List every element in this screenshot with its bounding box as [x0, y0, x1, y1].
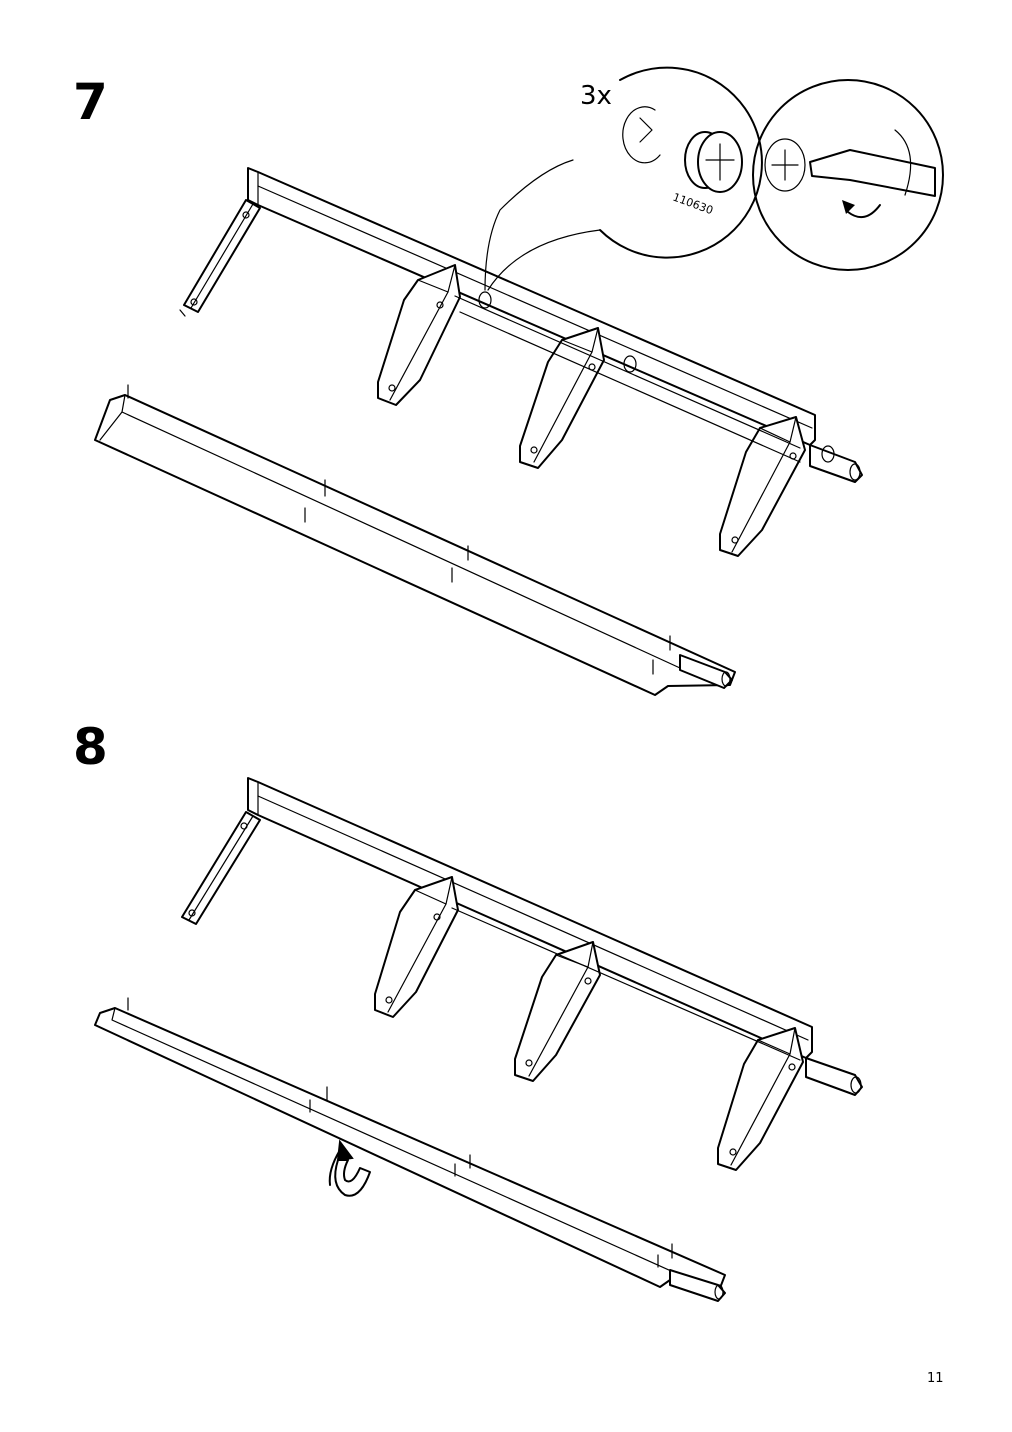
back-rail — [247, 167, 816, 446]
cam-fittings — [478, 291, 835, 463]
rotate-arrow-icon — [328, 1139, 371, 1197]
step-8-illustration — [94, 777, 863, 1302]
left-end-leg — [181, 811, 261, 925]
bracket-3 — [717, 1027, 804, 1171]
screwdriver-turn-icon — [752, 79, 944, 271]
back-rail — [247, 777, 813, 1059]
bracket-3 — [719, 416, 806, 557]
page-number: 11 — [927, 1371, 944, 1386]
step-8-number: 8 — [73, 718, 108, 776]
inner-rail — [451, 907, 863, 1096]
bracket-1 — [374, 876, 459, 1018]
front-rail — [94, 997, 726, 1302]
callout-quantity: 3x — [580, 81, 612, 111]
callout-part-number: 110630 — [671, 191, 715, 218]
inner-rail — [454, 295, 863, 483]
left-end-leg — [179, 199, 261, 317]
front-rail — [94, 384, 736, 696]
step-7-illustration: 3x 110630 — [94, 66, 944, 696]
bracket-2 — [514, 941, 601, 1082]
bracket-2 — [519, 327, 605, 469]
rotate-arrow-icon — [842, 200, 881, 219]
cam-lock-callout: 3x 110630 — [484, 66, 763, 291]
bracket-1 — [377, 264, 461, 406]
cam-lock-fitting-icon — [622, 106, 743, 193]
step-7-number: 7 — [73, 73, 108, 131]
